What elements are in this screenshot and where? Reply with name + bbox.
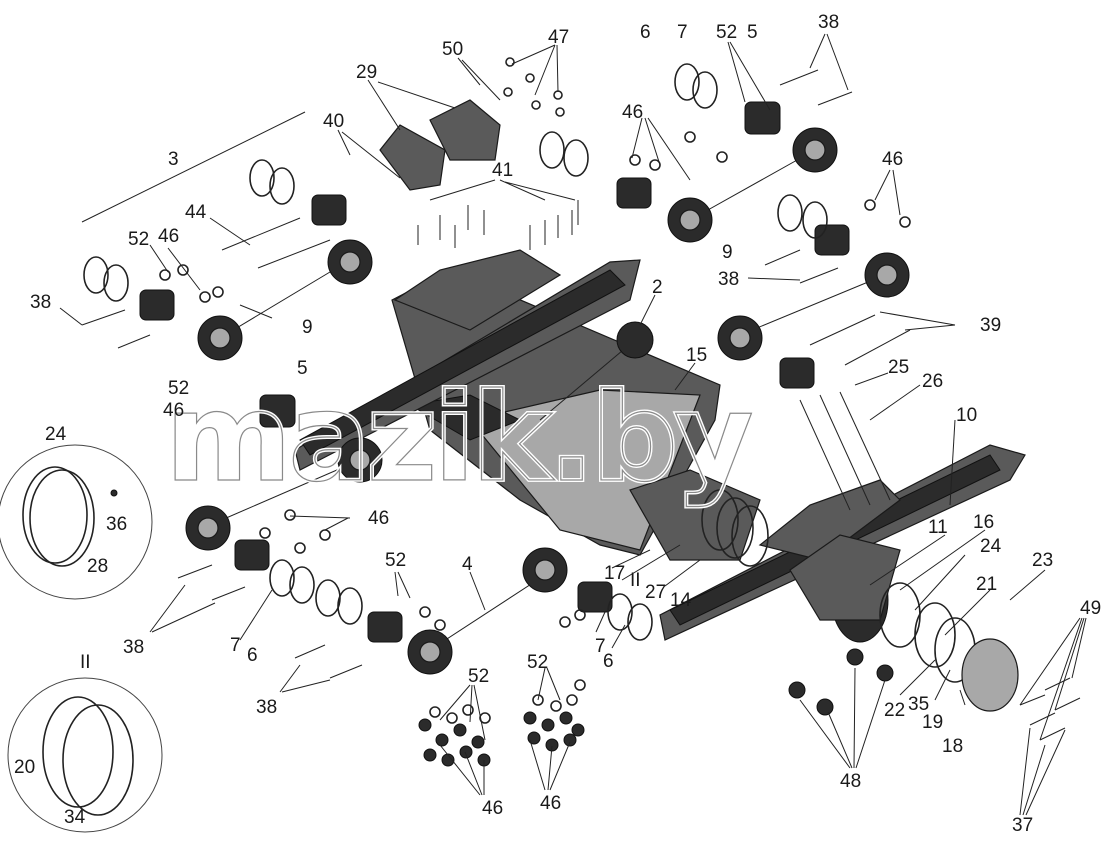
callout-49: 49 bbox=[1080, 598, 1101, 619]
callout-50: 50 bbox=[442, 39, 463, 60]
callout-16: 16 bbox=[973, 512, 994, 533]
callout-6: 6 bbox=[640, 22, 651, 43]
callout-3: 3 bbox=[168, 149, 179, 170]
callout-25: 25 bbox=[888, 357, 909, 378]
callout-7: 7 bbox=[595, 636, 606, 657]
callout-21: 21 bbox=[976, 574, 997, 595]
callout-6: 6 bbox=[603, 651, 614, 672]
hub-assembly bbox=[629, 469, 1019, 712]
callout-40: 40 bbox=[323, 111, 344, 132]
callout-9: 9 bbox=[722, 242, 733, 263]
callout-5: 5 bbox=[297, 358, 308, 379]
callout-24: 24 bbox=[45, 424, 67, 445]
washers-scattered bbox=[159, 57, 911, 631]
leader-lines bbox=[59, 33, 1087, 816]
callout-46: 46 bbox=[622, 102, 643, 123]
callout-29: 29 bbox=[356, 62, 377, 83]
u-bolts bbox=[799, 391, 891, 511]
callout-28: 28 bbox=[87, 556, 108, 577]
callout-46: 46 bbox=[540, 793, 561, 814]
watermark: mazik.by bbox=[165, 367, 752, 509]
detail-circle-24 bbox=[0, 444, 153, 600]
callout-22: 22 bbox=[884, 700, 905, 721]
callout-2: 2 bbox=[652, 277, 663, 298]
callout-17: 17 bbox=[604, 563, 625, 584]
callout-II-inline: II bbox=[630, 570, 641, 591]
callout-46: 46 bbox=[163, 400, 184, 421]
wheel-studs bbox=[1019, 677, 1081, 741]
callout-labels: 3 29 50 47 6 7 52 5 38 40 41 46 46 44 52… bbox=[14, 12, 1101, 836]
callout-52: 52 bbox=[716, 22, 737, 43]
callout-52: 52 bbox=[527, 652, 548, 673]
callout-7: 7 bbox=[230, 635, 241, 656]
callout-6: 6 bbox=[247, 645, 258, 666]
callout-38: 38 bbox=[718, 269, 739, 290]
callout-52: 52 bbox=[468, 666, 489, 687]
callout-5: 5 bbox=[747, 22, 758, 43]
callout-47: 47 bbox=[548, 27, 569, 48]
bolts bbox=[81, 69, 911, 679]
callout-20: 20 bbox=[14, 757, 35, 778]
callout-46: 46 bbox=[482, 798, 503, 819]
callout-52: 52 bbox=[385, 550, 406, 571]
callout-38: 38 bbox=[123, 637, 144, 658]
nuts-middle bbox=[523, 679, 586, 752]
callout-52: 52 bbox=[128, 229, 149, 250]
watermark-outline: mazik.by bbox=[165, 367, 752, 509]
callout-41: 41 bbox=[492, 160, 513, 181]
callout-23: 23 bbox=[1032, 550, 1053, 571]
callout-10: 10 bbox=[956, 405, 977, 426]
left-leaf-spring bbox=[294, 249, 641, 471]
callout-24: 24 bbox=[980, 536, 1002, 557]
callout-15: 15 bbox=[686, 345, 707, 366]
callout-14: 14 bbox=[670, 590, 692, 611]
callout-46: 46 bbox=[368, 508, 389, 529]
callout-38: 38 bbox=[30, 292, 51, 313]
nuts-48 bbox=[788, 648, 894, 716]
callout-11: 11 bbox=[928, 517, 948, 538]
callout-44: 44 bbox=[185, 202, 207, 223]
callout-4: 4 bbox=[462, 554, 473, 575]
callout-52: 52 bbox=[168, 378, 189, 399]
callout-48: 48 bbox=[840, 771, 861, 792]
detail-circle-II bbox=[7, 677, 163, 833]
callout-9: 9 bbox=[302, 317, 313, 338]
callout-27: 27 bbox=[645, 582, 666, 603]
callout-38: 38 bbox=[256, 697, 277, 718]
callout-38: 38 bbox=[818, 12, 839, 33]
callout-35: 35 bbox=[908, 694, 929, 715]
callout-26: 26 bbox=[922, 371, 943, 392]
callout-19: 19 bbox=[922, 712, 943, 733]
callout-7: 7 bbox=[677, 22, 688, 43]
callout-37: 37 bbox=[1012, 815, 1033, 836]
snap-rings bbox=[83, 63, 828, 641]
ball-joints bbox=[139, 101, 850, 643]
callout-39: 39 bbox=[980, 315, 1001, 336]
brackets bbox=[379, 99, 501, 191]
callout-II-detail: II bbox=[80, 652, 91, 673]
callout-46: 46 bbox=[158, 226, 179, 247]
callout-46: 46 bbox=[882, 149, 903, 170]
nuts-left bbox=[418, 704, 491, 767]
stud-bolts bbox=[417, 200, 579, 250]
callout-34: 34 bbox=[64, 807, 86, 828]
callout-18: 18 bbox=[942, 736, 963, 757]
reaction-rods bbox=[185, 127, 910, 675]
callout-36: 36 bbox=[106, 514, 127, 535]
